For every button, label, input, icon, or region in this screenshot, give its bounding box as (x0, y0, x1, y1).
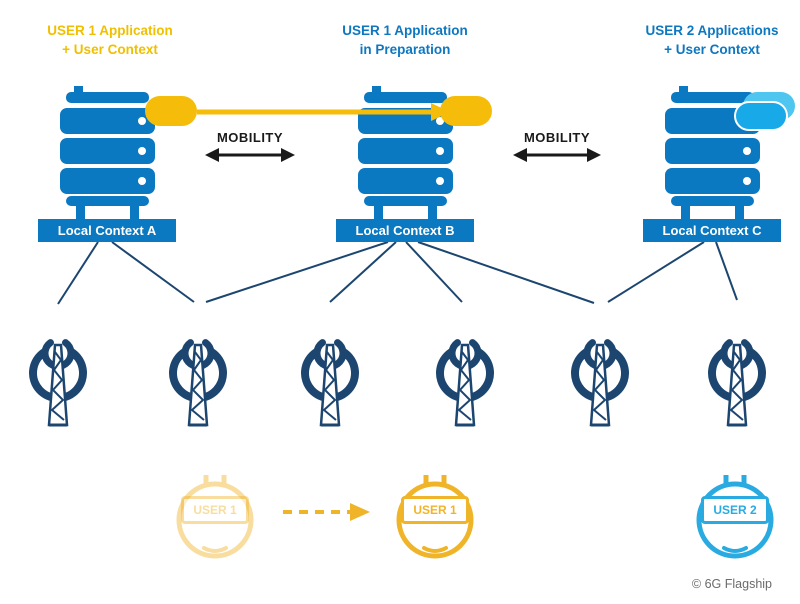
caption-line: + User Context (664, 41, 760, 57)
caption-server-c: USER 2 Applications + User Context (617, 22, 800, 60)
caption-line: USER 1 Application (47, 23, 173, 38)
user1-ghost-badge: USER 1 (181, 496, 249, 524)
caption-line: in Preparation (359, 41, 451, 57)
cell-tower-3-icon (305, 343, 355, 425)
local-context-a-box: Local Context A (38, 219, 176, 242)
caption-line: USER 2 Applications (645, 23, 779, 38)
user1-context-pill-b (440, 96, 492, 126)
user2-context-pill-front (734, 101, 788, 131)
caption-line: USER 1 Application (342, 23, 468, 38)
context-transfer-arrow (197, 103, 450, 121)
mobility-arrow-right (513, 148, 601, 162)
user2-badge: USER 2 (701, 496, 769, 524)
mobility-arrow-left (205, 148, 295, 162)
caption-server-b: USER 1 Application in Preparation (310, 22, 500, 60)
caption-line: + User Context (62, 41, 158, 57)
user1-badge: USER 1 (401, 496, 469, 524)
user1-context-pill-a (145, 96, 197, 126)
server-b-icon (358, 86, 453, 219)
copyright-credit: © 6G Flagship (691, 577, 772, 591)
cell-tower-2-icon (173, 343, 223, 425)
cell-tower-1-icon (33, 343, 83, 425)
cell-tower-5-icon (575, 343, 625, 425)
server-a-icon (60, 86, 155, 219)
cell-tower-6-icon (712, 343, 762, 425)
mobility-label-right: MOBILITY (523, 130, 591, 145)
backhaul-lines (57, 241, 738, 305)
local-context-b-box: Local Context B (336, 219, 474, 242)
cell-tower-4-icon (440, 343, 490, 425)
handover-arrow (283, 503, 370, 521)
local-context-c-box: Local Context C (643, 219, 781, 242)
caption-server-a: USER 1 Application + User Context (15, 22, 205, 60)
mobility-label-left: MOBILITY (216, 130, 284, 145)
